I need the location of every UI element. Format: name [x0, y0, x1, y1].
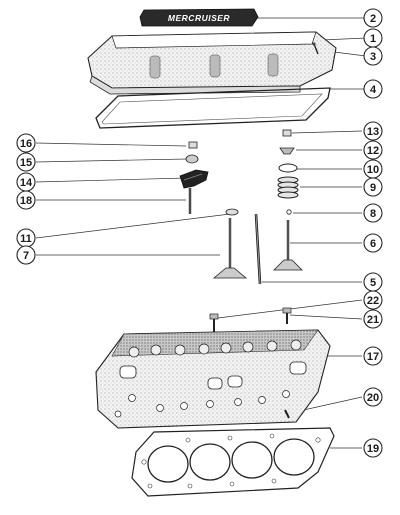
callout-20: 20 — [363, 387, 383, 407]
callout-label: 19 — [367, 443, 379, 455]
callout-18: 18 — [16, 190, 36, 210]
callout-circle — [16, 190, 36, 210]
callout-label: 16 — [20, 138, 32, 150]
callout-circle — [363, 233, 383, 253]
callout-label: 22 — [367, 295, 379, 307]
callout-label: 2 — [370, 13, 376, 25]
callout-label: 12 — [367, 145, 379, 157]
callout-circle — [363, 346, 383, 366]
callout-13: 13 — [363, 121, 383, 141]
callout-1: 1 — [363, 28, 383, 48]
callout-circle — [16, 152, 36, 172]
callout-label: 21 — [367, 314, 379, 326]
push-rod — [254, 213, 262, 285]
head-bolts — [209, 307, 292, 332]
callout-circle — [363, 8, 383, 28]
callout-14: 14 — [16, 172, 36, 192]
callout-label: 5 — [370, 277, 376, 289]
callout-15: 15 — [16, 152, 36, 172]
callout-circle — [363, 290, 383, 310]
logo-text: MERCRUISER — [168, 13, 231, 23]
callout-circle — [363, 79, 383, 99]
callout-circle — [363, 46, 383, 66]
callout-4: 4 — [363, 79, 383, 99]
callout-22: 22 — [363, 290, 383, 310]
callout-8: 8 — [363, 203, 383, 223]
callout-10: 10 — [363, 159, 383, 179]
callout-label: 18 — [20, 195, 32, 207]
callout-label: 14 — [20, 177, 33, 189]
callout-label: 11 — [20, 233, 32, 245]
dowel-pin — [284, 409, 290, 419]
callout-5: 5 — [363, 272, 383, 292]
callout-label: 7 — [23, 250, 29, 262]
callout-circle — [363, 438, 383, 458]
valve-cover — [87, 31, 337, 95]
valve-spring-assembly — [273, 129, 303, 271]
callout-11: 11 — [16, 228, 36, 248]
cylinder-head — [95, 329, 331, 429]
mercruiser-logo-plate: MERCRUISER — [139, 8, 259, 27]
callout-label: 10 — [367, 164, 379, 176]
callout-12: 12 — [363, 140, 383, 160]
callout-label: 3 — [370, 51, 376, 63]
cover-screw — [312, 42, 319, 55]
callout-label: 15 — [20, 157, 32, 169]
callout-circle — [363, 140, 383, 160]
valve-seal-11 — [225, 208, 239, 216]
callout-circle — [363, 121, 383, 141]
callout-7: 7 — [16, 245, 36, 265]
callout-3: 3 — [363, 46, 383, 66]
callout-9: 9 — [363, 177, 383, 197]
callout-label: 1 — [370, 33, 376, 45]
callout-label: 20 — [367, 392, 379, 404]
callout-16: 16 — [16, 133, 36, 153]
callout-circle — [363, 177, 383, 197]
callout-label: 9 — [370, 182, 376, 194]
callout-circle — [16, 133, 36, 153]
callout-circle — [363, 203, 383, 223]
callout-21: 21 — [363, 309, 383, 329]
intake-valve — [212, 218, 248, 279]
callout-label: 13 — [367, 126, 379, 138]
callout-circle — [16, 245, 36, 265]
rocker-arm-assembly — [179, 141, 209, 214]
callout-19: 19 — [363, 438, 383, 458]
callout-circle — [363, 309, 383, 329]
head-gasket — [131, 427, 335, 497]
callout-label: 6 — [370, 238, 376, 250]
callout-2: 2 — [363, 8, 383, 28]
callout-label: 8 — [370, 208, 376, 220]
callout-6: 6 — [363, 233, 383, 253]
callout-label: 4 — [370, 84, 377, 96]
callout-17: 17 — [363, 346, 383, 366]
callout-label: 17 — [367, 351, 379, 363]
valve-cover-gasket — [95, 87, 331, 129]
callout-circle — [363, 387, 383, 407]
